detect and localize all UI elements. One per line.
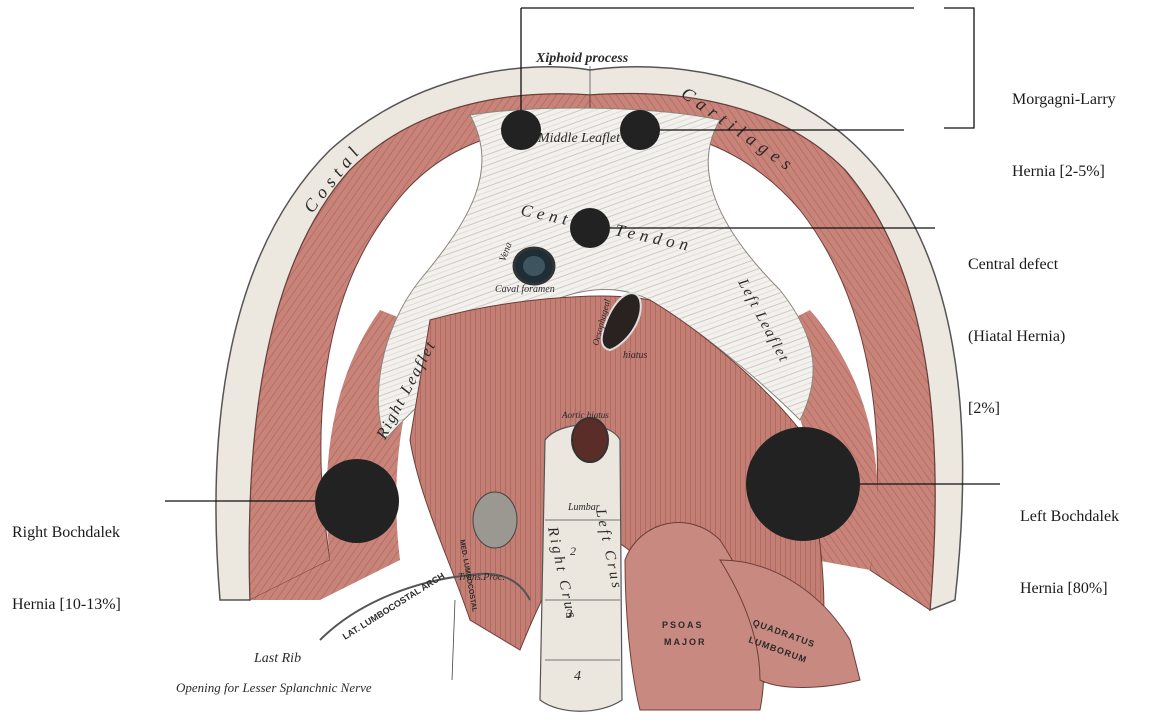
left-bochdalek-line1: Left Bochdalek: [1020, 505, 1119, 529]
morgagni-line1: Morgagni-Larry: [1012, 88, 1116, 112]
central-line1: Central defect: [968, 253, 1065, 277]
left-bochdalek-marker: [746, 427, 860, 541]
xiphoid-process-label: Xiphoid process: [535, 51, 629, 66]
aortic-hiatus: [572, 418, 608, 462]
left-bochdalek-annotation: Left Bochdalek Hernia [80%]: [1020, 457, 1119, 625]
major-label: MAJOR: [664, 637, 707, 647]
morgagni-hernia-annotation: Morgagni-Larry Hernia [2-5%]: [1012, 40, 1116, 208]
morgagni-right-marker: [620, 110, 660, 150]
morgagni-line2: Hernia [2-5%]: [1012, 160, 1116, 184]
right-bochdalek-marker: [315, 459, 399, 543]
last-rib-label: Last Rib: [253, 651, 301, 666]
left-bochdalek-line2: Hernia [80%]: [1020, 577, 1119, 601]
right-bochdalek-line1: Right Bochdalek: [12, 521, 121, 545]
aortic-hiatus-label: Aortic hiatus: [561, 410, 609, 420]
vertebra-4-label: 4: [574, 669, 581, 684]
vena-caval-foramen-inner: [523, 256, 545, 276]
vertebra-3-label: 3: [565, 606, 573, 621]
psoas-label: PSOAS: [662, 620, 704, 630]
caval-foramen-label: Caval foramen: [495, 284, 555, 295]
right-bochdalek-annotation: Right Bochdalek Hernia [10-13%]: [12, 473, 121, 641]
central-line3: [2%]: [968, 397, 1065, 421]
central-defect-annotation: Central defect (Hiatal Hernia) [2%]: [968, 205, 1065, 445]
lesser-splanchnic-label: Opening for Lesser Splanchnic Nerve: [176, 680, 372, 695]
central-defect-marker: [570, 208, 610, 248]
morgagni-bracket: [944, 8, 974, 128]
morgagni-left-marker: [501, 110, 541, 150]
transverse-process: [473, 492, 517, 548]
central-line2: (Hiatal Hernia): [968, 325, 1065, 349]
vertebra-2-label: 2: [570, 544, 576, 558]
hiatus-label: hiatus: [623, 350, 648, 361]
right-bochdalek-line2: Hernia [10-13%]: [12, 593, 121, 617]
middle-leaflet-label: Middle Leaflet: [537, 131, 621, 146]
